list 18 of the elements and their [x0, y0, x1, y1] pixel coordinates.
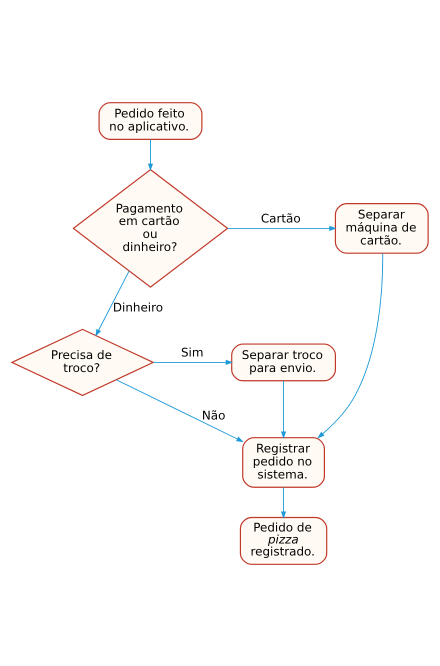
arrow [317, 252, 384, 438]
edge-label: Dinheiro [112, 300, 164, 314]
node-box: Pedido feito no aplicativo. [98, 102, 202, 140]
edge-label: Cartão [260, 210, 301, 225]
node-box: Separar máquina de cartão. [334, 202, 429, 254]
arrow [152, 359, 234, 364]
node-diamond: Pagamento em cartão ou dinheiro? [72, 168, 229, 288]
edge-label: Sim [180, 344, 204, 359]
arrow [116, 378, 244, 442]
arrow [280, 380, 286, 438]
node-box: Pedido de pizza registrado. [240, 516, 328, 564]
arrow [280, 486, 286, 518]
node-box: Separar troco para envio. [231, 342, 336, 381]
edge-label: Não [202, 408, 226, 422]
arrow [227, 225, 337, 230]
arrow [148, 138, 154, 171]
arrow [95, 270, 130, 336]
node-box: Registrar pedido no sistema. [242, 436, 325, 488]
